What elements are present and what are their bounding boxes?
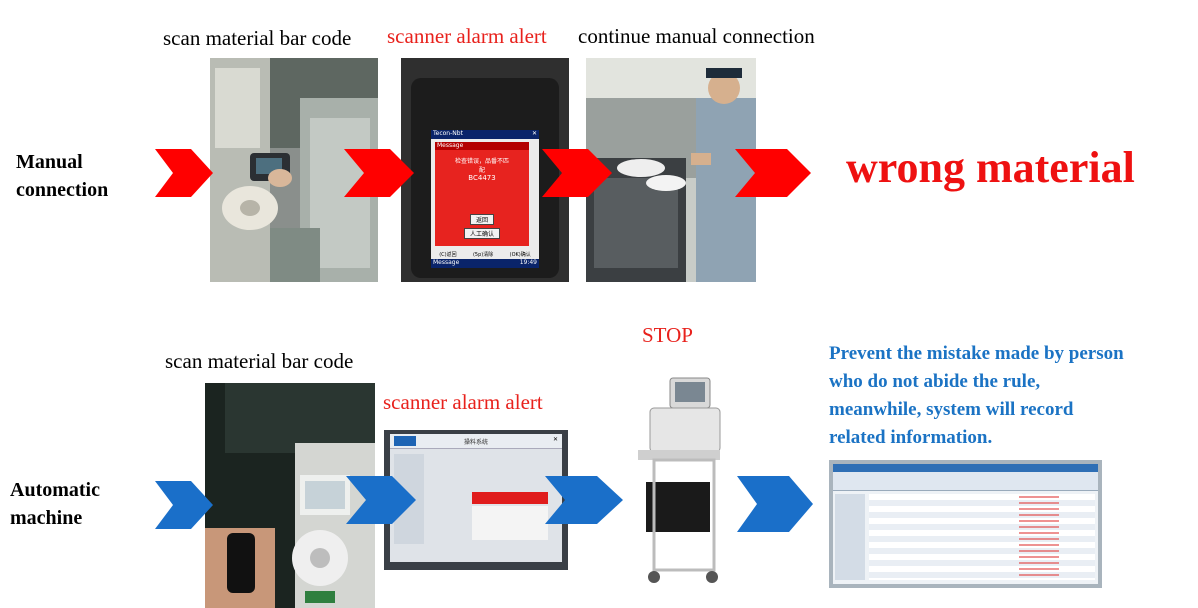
automatic-scan-photo <box>205 383 375 608</box>
scanner-error-line2: 配 <box>478 167 485 174</box>
scanner-close-icon[interactable]: ✕ <box>531 130 537 137</box>
alarm-screen-title: 操料系统 <box>464 439 489 446</box>
scanner-title-bar: Tecon-Nbt ✕ <box>431 130 539 139</box>
automatic-record-photo <box>829 460 1102 588</box>
automatic-stop-photo <box>628 372 728 594</box>
record-screen <box>833 464 1098 584</box>
automatic-arrow-4 <box>737 476 813 532</box>
manual-caption-alarm: scanner alarm alert <box>387 24 547 48</box>
automatic-caption-alarm: scanner alarm alert <box>383 390 543 414</box>
manual-arrow-4 <box>735 149 811 197</box>
scanner-footer-ok: (OK)确认 <box>509 252 531 258</box>
scanner-status-bar: Message 19:49 <box>431 259 539 268</box>
manual-caption-continue: continue manual connection <box>578 24 815 48</box>
scanner-confirm-button[interactable]: 人工确认 <box>464 228 500 239</box>
manual-row-label: Manual connection <box>16 148 108 204</box>
scanner-title: Tecon-Nbt <box>433 130 463 137</box>
record-header <box>833 464 1098 472</box>
manual-arrow-1 <box>155 149 213 197</box>
scanner-footer-back: (C)返回 <box>439 252 457 258</box>
scanner-dialog: Message 检查错误，品番不匹 配 BC4473 返回 人工确认 <box>435 142 529 246</box>
automatic-arrow-1 <box>155 481 213 529</box>
scanner-footer-clear: (5p)清除 <box>472 252 494 258</box>
alarm-logo-icon <box>394 436 416 446</box>
manual-scanner-photo: Tecon-Nbt ✕ Message 检查错误，品番不匹 配 BC4473 返… <box>401 58 569 282</box>
manual-row-label-line2: connection <box>16 179 109 201</box>
alarm-screen-header: 操料系统 ✕ <box>390 434 562 449</box>
wrong-material-result: wrong material <box>846 143 1135 192</box>
record-sidebar <box>835 494 865 580</box>
alarm-error-banner <box>472 492 548 504</box>
alarm-close-icon[interactable]: ✕ <box>552 436 558 443</box>
scanner-back-button[interactable]: 返回 <box>470 214 494 225</box>
scanner-code: BC4473 <box>468 174 496 182</box>
scanner-dialog-header: Message <box>435 142 529 150</box>
automatic-row-label: Automatic machine <box>10 476 100 532</box>
automatic-caption-scan: scan material bar code <box>165 349 354 373</box>
alarm-info-block <box>472 506 548 540</box>
scanner-time: 19:49 <box>519 259 537 266</box>
manual-operator-photo-art <box>586 58 756 282</box>
automatic-arrow-2 <box>346 476 416 524</box>
record-error-column <box>1019 494 1059 580</box>
alarm-monitor-screen: 操料系统 ✕ <box>390 434 562 562</box>
automatic-scan-photo-art <box>205 383 375 608</box>
record-toolbar <box>833 472 1098 491</box>
record-table <box>869 494 1095 580</box>
automatic-arrow-3 <box>545 476 623 524</box>
manual-operator-photo <box>586 58 756 282</box>
scanner-screen: Tecon-Nbt ✕ Message 检查错误，品番不匹 配 BC4473 返… <box>431 130 539 268</box>
prevention-note: Prevent the mistake made by person who d… <box>829 343 1124 448</box>
automatic-caption-stop: STOP <box>642 323 693 347</box>
manual-arrow-3 <box>542 149 612 197</box>
automatic-row-label-line2: machine <box>10 507 83 529</box>
automatic-row-label-line1: Automatic <box>10 479 100 501</box>
scanner-footer: (C)返回 (5p)清除 (OK)确认 <box>431 251 539 258</box>
scanner-status-text: Message <box>433 259 460 266</box>
manual-arrow-2 <box>344 149 414 197</box>
automatic-stop-photo-art <box>628 372 728 594</box>
scanner-error-line1: 检查错误，品番不匹 <box>454 158 509 165</box>
manual-caption-scan: scan material bar code <box>163 26 352 50</box>
manual-row-label-line1: Manual <box>16 151 83 173</box>
